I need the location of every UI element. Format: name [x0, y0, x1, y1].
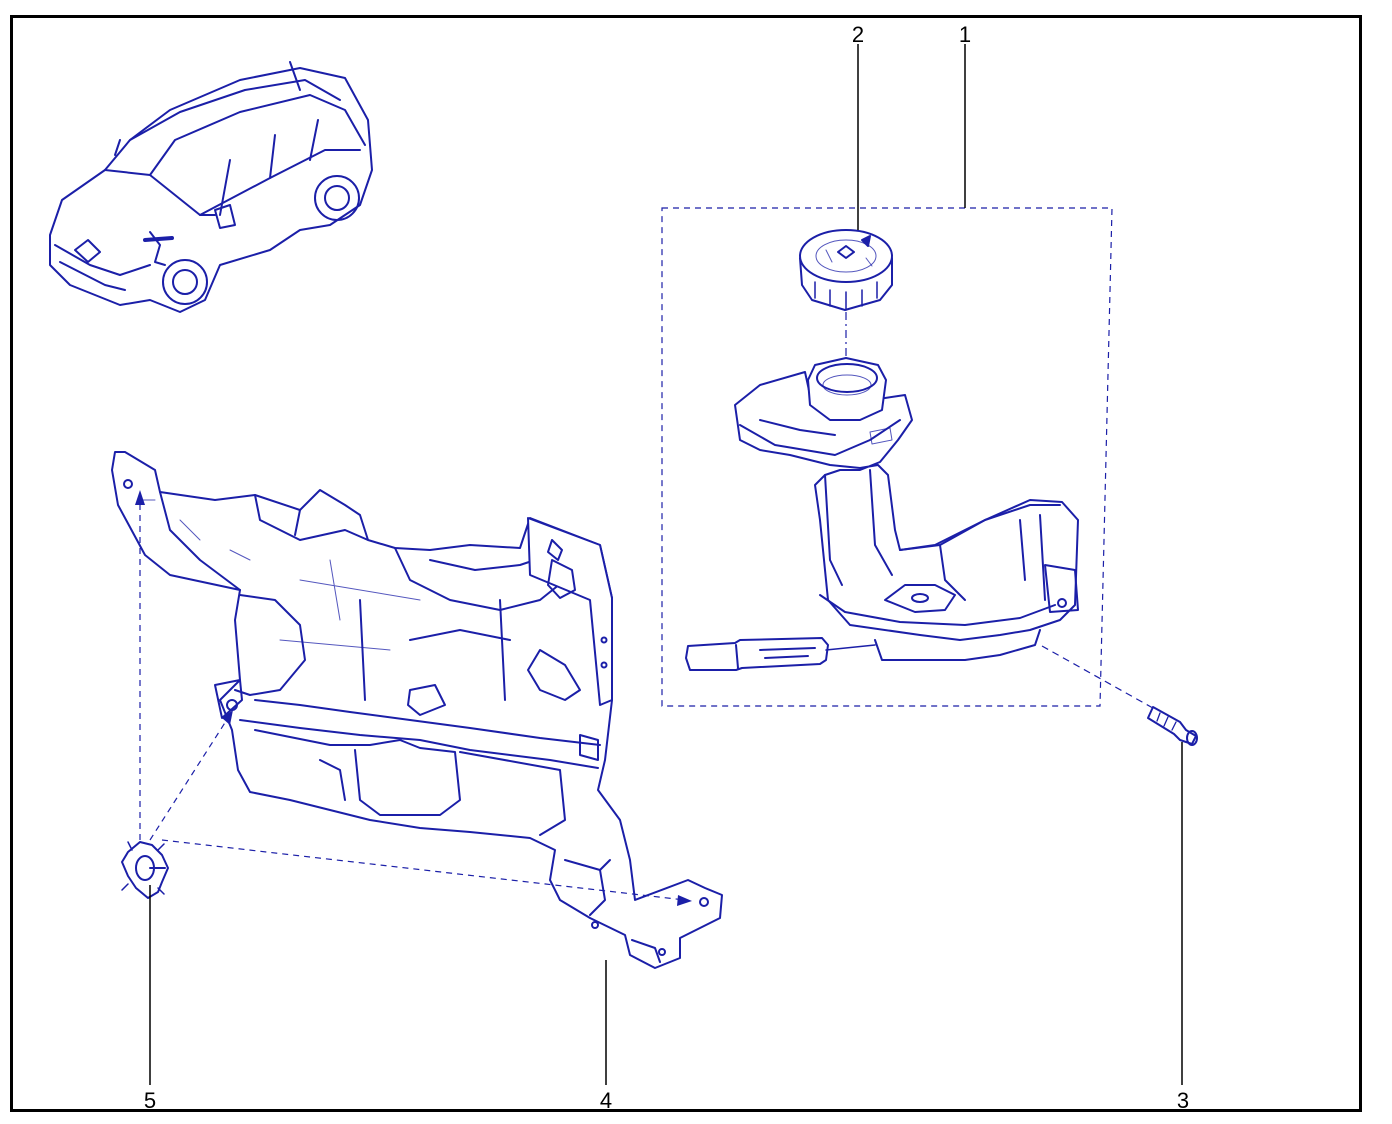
assembly-arrows — [139, 500, 686, 901]
callout-5: 5 — [143, 1088, 157, 1113]
callout-1: 1 — [958, 22, 972, 47]
callout-2: 2 — [851, 22, 865, 47]
vehicle-locator-icon — [49, 61, 373, 313]
screw-icon — [1147, 706, 1198, 746]
filler-cap-icon — [799, 229, 893, 311]
clip-nut-icon — [121, 841, 169, 899]
washer-reservoir-icon — [685, 357, 1079, 671]
callout-4: 4 — [599, 1088, 613, 1113]
arrow-heads — [135, 490, 692, 906]
mounting-bracket-icon — [111, 451, 723, 969]
screw-axis-line — [1041, 645, 1161, 713]
callout-3: 3 — [1176, 1088, 1190, 1113]
leader-lines — [149, 44, 1183, 1085]
assembly-boundary — [661, 207, 1113, 707]
